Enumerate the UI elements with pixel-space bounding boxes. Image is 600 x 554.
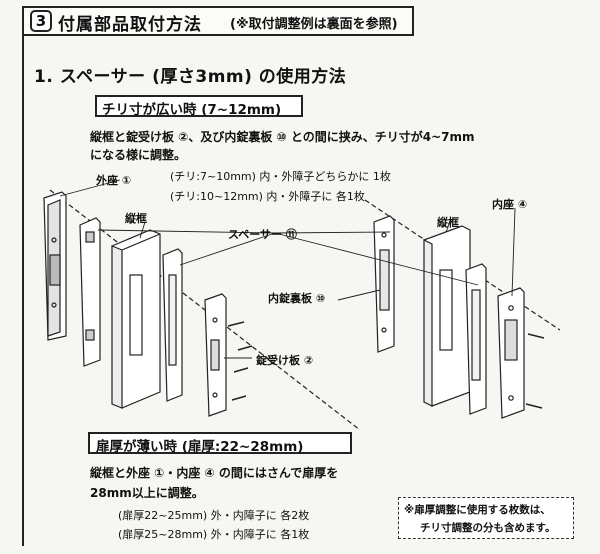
case-thin-spec-2: (扉厚25~28mm) 外・内障子に 各1枚 <box>118 528 310 541</box>
right-spacer-drawing <box>465 263 487 415</box>
left-spacer-drawing <box>79 217 101 367</box>
case-wide-line-2: になる様に調整。 <box>90 148 187 162</box>
section-title: 付属部品取付方法 <box>58 15 202 35</box>
label-inner-escutcheon: 内座 ④ <box>492 198 528 211</box>
label-inner-lock-plate: 内錠裏板 ⑩ <box>268 292 326 305</box>
left-frame-drawing <box>111 229 161 409</box>
section-number: 3 <box>30 10 52 32</box>
footnote-box <box>398 497 574 539</box>
label-spacer: スペーサー ⑪ <box>228 228 297 241</box>
left-rule <box>22 36 24 546</box>
case-thin-line-1: 縦框と外座 ①・内座 ④ の間にはさんで扉厚を <box>90 466 339 480</box>
label-outer-escutcheon: 外座 ① <box>96 174 132 187</box>
inner-escutcheon-drawing <box>497 287 525 419</box>
case-thin-spec-1: (扉厚22~25mm) 外・内障子に 各2枚 <box>118 509 310 522</box>
right-frame-drawing <box>423 225 471 407</box>
footnote-line-2: チリ寸調整の分も含めます。 <box>420 522 556 534</box>
case-wide-spec-2: (チリ:10~12mm) 内・外障子に 各1枚 <box>170 190 365 203</box>
label-frame-right: 縦框 <box>437 216 459 229</box>
case-wide-label: チリ寸が広い時 (7~12mm) <box>102 102 282 118</box>
strike-plate-drawing <box>204 293 227 417</box>
section-note: (※取付調整例は裏面を参照) <box>230 17 398 32</box>
label-frame-left: 縦框 <box>125 212 147 225</box>
case-thin-label: 扉厚が薄い時 (扉厚:22~28mm) <box>96 439 304 455</box>
case-thin-box <box>88 432 352 454</box>
case-wide-line-1: 縦框と錠受け板 ②、及び内錠裏板 ⑩ との間に挟み、チリ寸が4~7mm <box>90 130 475 144</box>
subsection-heading: 1. スペーサー (厚さ3mm) の使用方法 <box>34 67 347 87</box>
screws-left <box>227 321 253 401</box>
outer-escutcheon-drawing <box>43 191 67 341</box>
case-thin-line-2: 28mm以上に調整。 <box>90 486 204 500</box>
header-box <box>22 6 414 36</box>
case-wide-box <box>95 95 303 117</box>
screws-right <box>525 333 545 409</box>
footnote-line-1: ※扉厚調整に使用する枚数は、 <box>404 504 551 516</box>
case-wide-spec-1: (チリ:7~10mm) 内・外障子どちらかに 1枚 <box>170 170 391 183</box>
inner-lock-plate-drawing <box>373 215 395 353</box>
center-spacer-drawing <box>162 248 183 402</box>
label-strike-plate: 錠受け板 ② <box>256 354 314 367</box>
